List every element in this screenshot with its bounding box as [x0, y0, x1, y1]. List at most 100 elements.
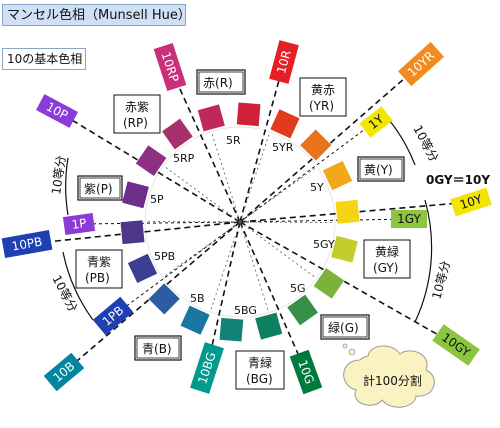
hue-box-y: 黄(Y) [357, 156, 405, 182]
svg-text:黄(Y): 黄(Y) [364, 163, 393, 177]
hue-box-b: 青(B) [134, 335, 182, 361]
radial-line-11 [239, 218, 410, 223]
swatch-1 [270, 109, 300, 139]
hue-name-p: 紫 [84, 182, 96, 196]
inner-label-5y: 5Y [310, 181, 324, 194]
swatch-7 [287, 294, 318, 326]
inner-label-5r: 5R [226, 134, 241, 147]
swatch-9 [219, 317, 244, 342]
hue-code-rp: (RP) [123, 116, 148, 130]
inner-label-5gy: 5GY [313, 238, 335, 251]
hue-code-g: (G) [340, 321, 359, 335]
tag-10pb: 10PB [1, 229, 53, 259]
tag-1y: 1Y [359, 106, 393, 138]
swatch-15 [135, 145, 167, 177]
hue-code-r: (R) [215, 76, 233, 90]
inner-spoke-2 [239, 221, 333, 223]
svg-text:1P: 1P [71, 216, 88, 232]
hue-box-r: 赤(R) [196, 69, 246, 95]
swatch-17 [197, 104, 225, 132]
arc-left-upper [65, 157, 69, 216]
hue-box-rp: 赤紫 (RP) [113, 94, 161, 134]
inner-guide-circle [144, 126, 336, 318]
hue-name-y: 黄 [364, 163, 376, 177]
radial-line-5 [206, 221, 241, 369]
tag-10g: 10G [289, 349, 323, 395]
tag-10yr: 10YR [397, 41, 445, 87]
radial-line-9 [169, 66, 241, 223]
swatch-6 [313, 267, 345, 299]
tag-1p: 1P [62, 212, 96, 236]
radial-line-1 [239, 63, 422, 223]
section-subtitle: 10の基本色相 [2, 48, 86, 70]
hue-box-yr: 黄赤 (YR) [299, 77, 347, 117]
division-arcs [62, 114, 433, 323]
inner-spoke-5 [210, 221, 241, 310]
swatch-14 [122, 181, 149, 209]
hue-code-pb: (PB) [85, 271, 110, 285]
swatch-0 [236, 102, 261, 127]
hue-box-pb: 青紫 (PB) [75, 249, 123, 289]
inner-label-5g: 5G [290, 282, 306, 295]
tag-10gy: 10GY [432, 324, 480, 366]
swatch-4 [335, 199, 360, 224]
tag-10b: 10B [43, 352, 85, 392]
tag-10y: 10Y [450, 187, 492, 217]
hue-code-yr: (YR) [309, 99, 334, 113]
hue-name-rp: 赤紫 [125, 100, 149, 114]
radial-line-0 [239, 61, 285, 223]
tag-1pb: 1PB [92, 296, 134, 336]
tag-10bg: 10BG [190, 342, 224, 394]
inner-label-5bg: 5BG [234, 304, 257, 317]
svg-text:10PB: 10PB [11, 234, 44, 253]
swatch-16 [162, 118, 193, 150]
hue-code-y: (Y) [376, 163, 393, 177]
svg-text:緑(G): 緑(G) [328, 320, 359, 335]
swatch-2 [300, 129, 332, 161]
hue-box-gy: 黄緑 (GY) [363, 239, 411, 279]
inner-label-5yr: 5YR [272, 141, 294, 154]
hue-name-b: 青 [142, 342, 154, 356]
hue-name-yr: 黄赤 [311, 83, 335, 97]
inner-spoke-6 [165, 221, 241, 276]
radial-line-13 [78, 221, 241, 225]
hue-box-g: 緑(G) [320, 314, 370, 340]
hue-name-g: 緑 [328, 320, 340, 335]
inner-label-5b: 5B [190, 292, 205, 305]
swatch-11 [148, 283, 180, 315]
hue-name-bg: 青緑 [248, 355, 272, 370]
hue-box-p: 紫(P) [77, 175, 123, 201]
svg-text:10Y: 10Y [458, 192, 484, 213]
inner-spoke-8 [165, 167, 241, 223]
gy-equation-label: 0GY＝10Y [426, 173, 490, 187]
tag-10p: 10P [35, 94, 79, 128]
radial-line-3 [239, 221, 457, 346]
hue-code-p: (P) [96, 182, 113, 196]
hue-code-bg: (BG) [246, 372, 273, 386]
inner-label-5p: 5P [150, 193, 164, 206]
note-text: 計100分割 [363, 373, 422, 388]
svg-text:10R: 10R [274, 49, 294, 75]
page-title: マンセル色相（Munsell Hue） [2, 4, 191, 26]
swatch-13 [120, 220, 145, 245]
radial-line-4 [239, 221, 307, 373]
hue-name-boxes: 赤(R) 黄赤 (YR) 黄(Y) 黄緑 (GY) 緑(G) 青緑 [75, 69, 411, 390]
arc-left-lower [62, 251, 94, 321]
swatch-10 [180, 305, 210, 335]
inner-label-5rp: 5RP [173, 152, 195, 165]
swatch-3 [322, 160, 353, 191]
svg-text:紫(P): 紫(P) [84, 182, 113, 196]
arc-right-lower [414, 199, 433, 323]
outer-tags: 10R 10YR 1Y 10Y 1GY 10GY 10G 10BG [1, 40, 492, 395]
hue-code-gy: (GY) [373, 261, 398, 275]
division-label-ne: 10等分 [410, 123, 441, 164]
inner-spoke-0 [239, 134, 270, 223]
division-label-nw: 10等分 [49, 155, 68, 196]
inner-spoke-9 [211, 134, 241, 223]
inner-spoke-7 [147, 221, 241, 223]
radial-line-8 [56, 110, 241, 223]
inner-spoke-3 [239, 221, 315, 277]
note-cloud: 計100分割 [342, 343, 435, 408]
inner-spoke-1 [239, 168, 315, 223]
